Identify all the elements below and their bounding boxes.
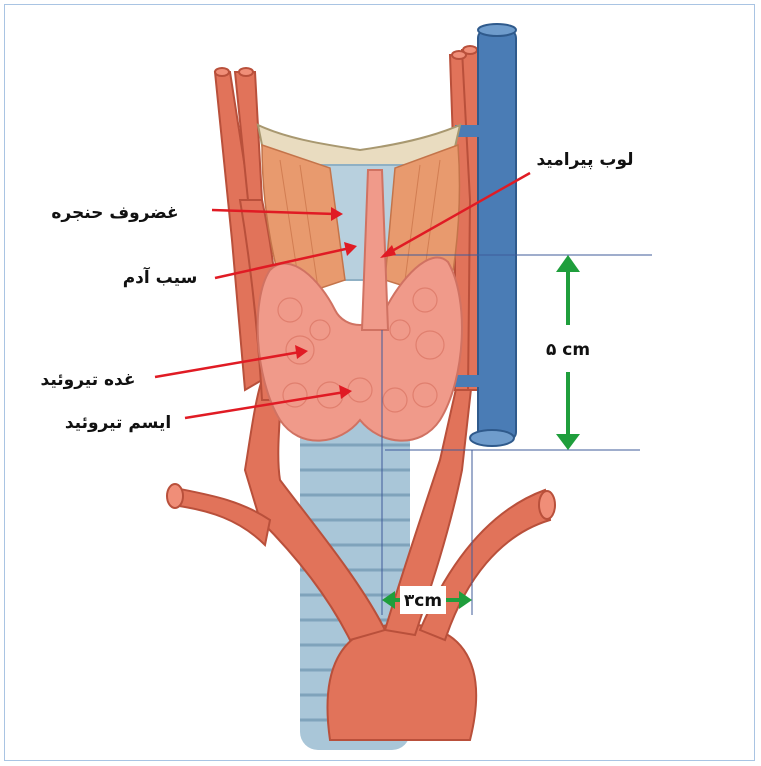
label-adams-apple: سیب آدم (123, 266, 198, 288)
width-measurement-label: ۳cm (404, 591, 442, 611)
label-laryngeal-cartilage: غضروف حنجره (51, 203, 178, 223)
label-pyramidal-lobe: لوب پیرامید (536, 150, 633, 170)
label-thyroid-isthmus: ایسم تیروئید (65, 413, 171, 433)
label-thyroid-gland: غده تیروئید (41, 370, 136, 390)
height-measurement-label: ۵ cm (546, 340, 590, 360)
